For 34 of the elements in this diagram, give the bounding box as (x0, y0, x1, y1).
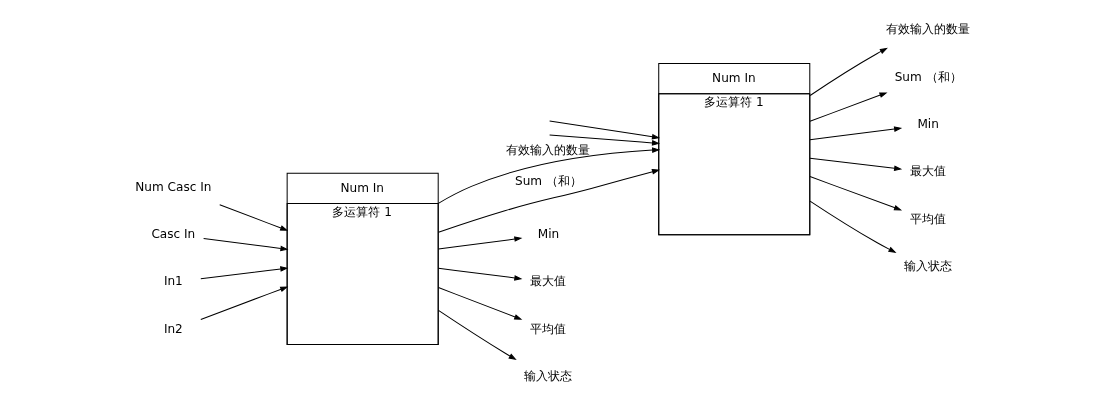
arrow (437, 309, 517, 361)
arrow (809, 47, 888, 96)
arrow (437, 147, 660, 204)
node-text: Num Casc In (134, 179, 211, 194)
arrow (809, 200, 896, 253)
arrow (809, 176, 902, 211)
arrow (437, 287, 522, 320)
node-text: 平均值 (529, 321, 566, 336)
edge-label: Sum （和） (514, 173, 582, 188)
arrow (437, 169, 660, 233)
arrow (809, 157, 902, 172)
node-text: Casc In (150, 226, 195, 241)
edge-label: 有效输入的数量 (505, 142, 590, 157)
node-text: 输入状态 (523, 368, 572, 383)
node-text: 最大值 (909, 164, 946, 179)
arrow (202, 238, 288, 252)
node-text: Sum （和） (894, 69, 962, 84)
arrow (199, 286, 288, 320)
arrow (548, 120, 660, 140)
node-text: In2 (163, 321, 183, 336)
arrow (809, 126, 902, 141)
node-text: 有效输入的数量 (885, 22, 970, 37)
node-text: In1 (163, 274, 183, 289)
arrow (437, 236, 522, 250)
node-text: Min (537, 226, 559, 241)
arrow (548, 134, 660, 146)
arrow (809, 92, 887, 122)
node-text: 平均值 (909, 211, 946, 226)
node-text: 最大值 (529, 274, 566, 289)
arrow (199, 266, 288, 280)
arrow (437, 267, 522, 281)
arrow (218, 204, 288, 231)
node-text: Min (916, 117, 939, 132)
node-text: 输入状态 (903, 259, 952, 274)
